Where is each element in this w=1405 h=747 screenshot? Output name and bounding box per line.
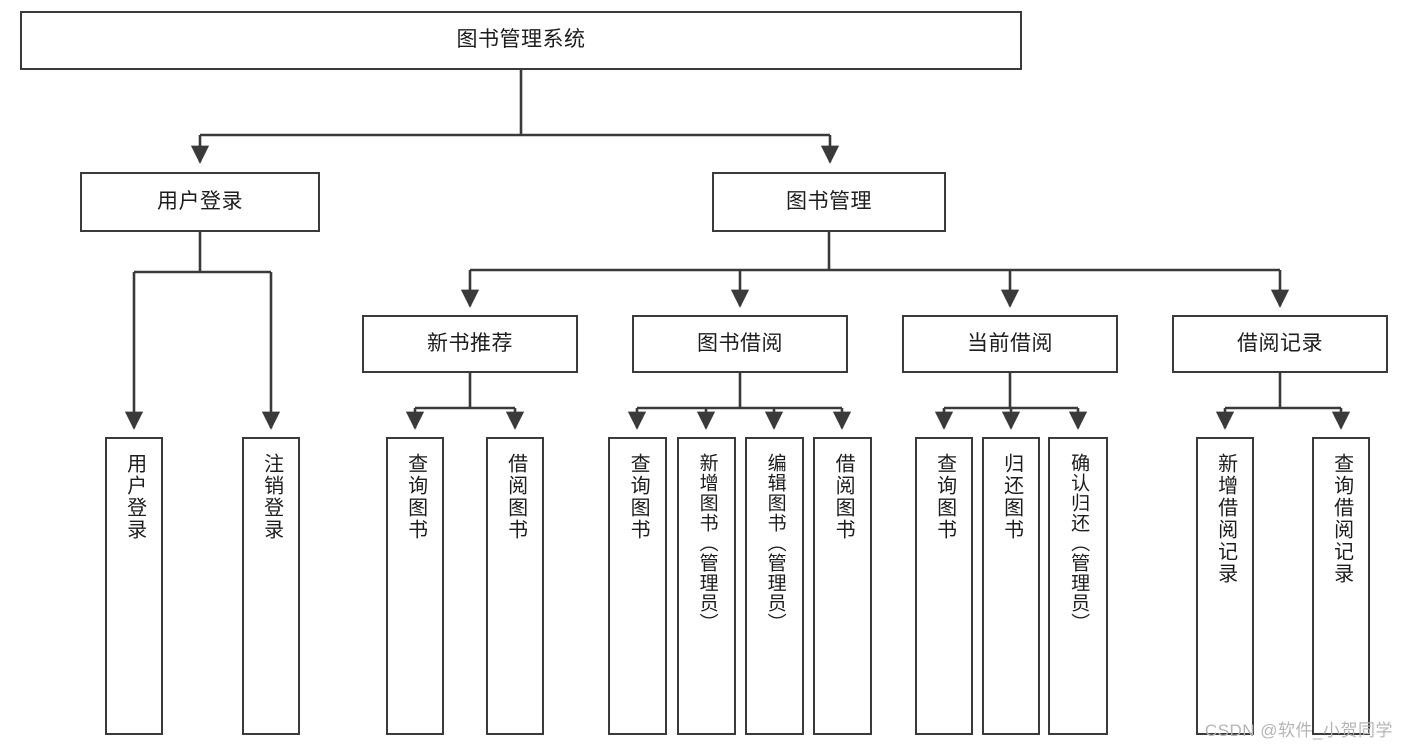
- node-leaf-user-login[interactable]: 用户登录: [105, 437, 163, 735]
- node-leaf-query-borrow-record-label: 查询借阅记录: [1330, 453, 1353, 585]
- node-book-manage-label: 图书管理: [786, 189, 872, 213]
- node-root[interactable]: 图书管理系统: [20, 11, 1022, 70]
- node-user-login-label: 用户登录: [157, 189, 243, 213]
- node-current-borrow[interactable]: 当前借阅: [902, 315, 1118, 373]
- node-leaf-edit-book-admin-label: 编辑图书（管理员）: [764, 453, 786, 633]
- node-book-manage[interactable]: 图书管理: [712, 172, 946, 232]
- node-leaf-edit-book-admin[interactable]: 编辑图书（管理员）: [745, 437, 804, 735]
- node-leaf-add-borrow-record-label: 新增借阅记录: [1214, 453, 1237, 585]
- node-borrow-record[interactable]: 借阅记录: [1172, 315, 1388, 373]
- node-leaf-borrow-book-1[interactable]: 借阅图书: [486, 437, 544, 735]
- node-leaf-query-book-3-label: 查询图书: [933, 453, 956, 541]
- node-leaf-borrow-book-2[interactable]: 借阅图书: [813, 437, 872, 735]
- node-leaf-query-book-2[interactable]: 查询图书: [608, 437, 667, 735]
- node-borrow-record-label: 借阅记录: [1237, 331, 1323, 355]
- node-leaf-user-login-label: 用户登录: [123, 453, 146, 541]
- node-leaf-return-book[interactable]: 归还图书: [982, 437, 1040, 735]
- node-leaf-borrow-book-2-label: 借阅图书: [832, 453, 855, 541]
- node-book-borrow-label: 图书借阅: [697, 331, 783, 355]
- node-root-label: 图书管理系统: [456, 28, 586, 52]
- node-current-borrow-label: 当前借阅: [967, 331, 1053, 355]
- watermark-text: CSDN @软件_小贺同学: [1204, 721, 1393, 740]
- node-leaf-query-borrow-record[interactable]: 查询借阅记录: [1312, 437, 1370, 735]
- node-new-book-recommend-label: 新书推荐: [427, 331, 513, 355]
- node-leaf-return-book-label: 归还图书: [1000, 453, 1023, 541]
- node-book-borrow[interactable]: 图书借阅: [632, 315, 848, 373]
- node-leaf-query-book-1-label: 查询图书: [404, 453, 427, 541]
- node-leaf-query-book-2-label: 查询图书: [627, 453, 650, 541]
- node-new-book-recommend[interactable]: 新书推荐: [362, 315, 578, 373]
- node-leaf-add-book-admin-label: 新增图书（管理员）: [696, 453, 718, 633]
- node-leaf-user-logout-label: 注销登录: [260, 453, 283, 541]
- node-leaf-query-book-3[interactable]: 查询图书: [915, 437, 973, 735]
- node-leaf-add-borrow-record[interactable]: 新增借阅记录: [1196, 437, 1254, 735]
- node-leaf-confirm-return-admin-label: 确认归还（管理员）: [1068, 453, 1090, 633]
- node-leaf-borrow-book-1-label: 借阅图书: [504, 453, 527, 541]
- node-user-login[interactable]: 用户登录: [80, 172, 320, 232]
- node-leaf-add-book-admin[interactable]: 新增图书（管理员）: [677, 437, 736, 735]
- node-leaf-query-book-1[interactable]: 查询图书: [386, 437, 444, 735]
- node-leaf-user-logout[interactable]: 注销登录: [242, 437, 300, 735]
- node-leaf-confirm-return-admin[interactable]: 确认归还（管理员）: [1048, 437, 1108, 735]
